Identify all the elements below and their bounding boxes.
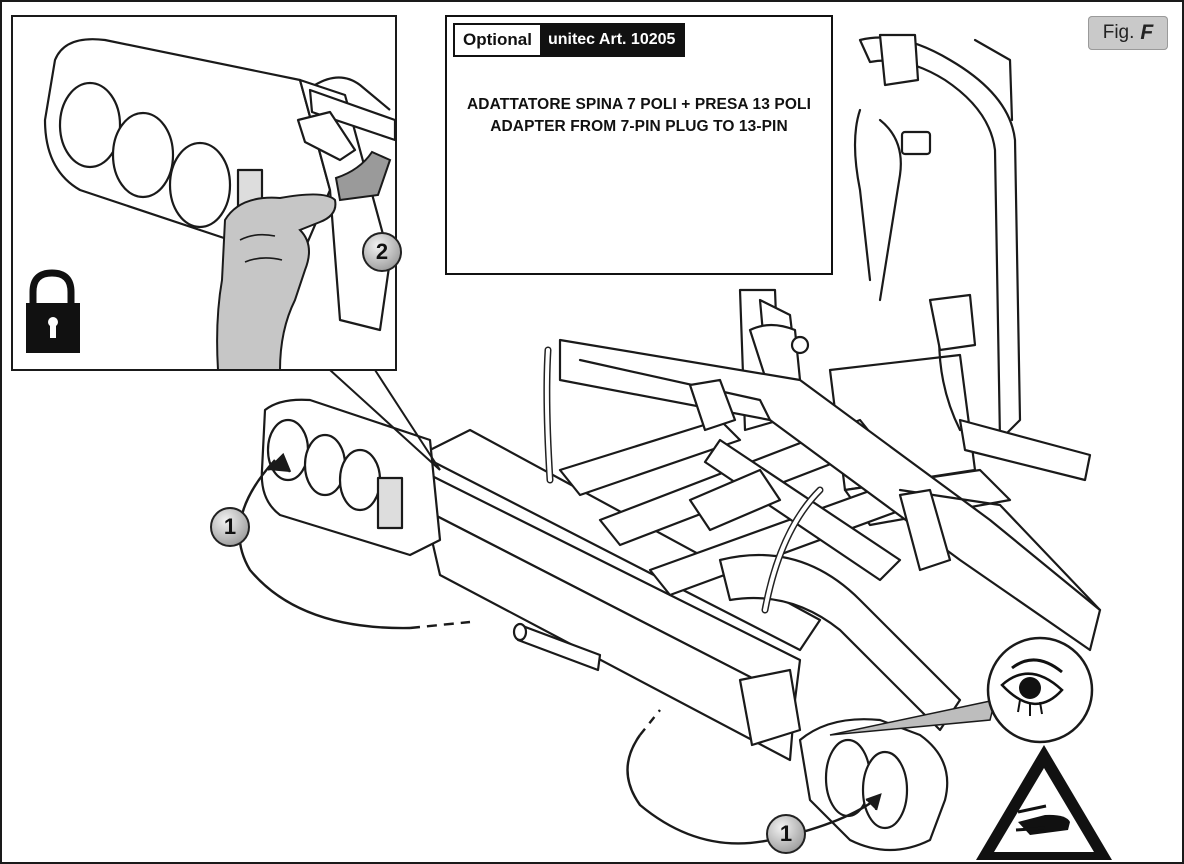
figure-label-prefix: Fig. — [1102, 22, 1135, 43]
figure-label-letter: F — [1140, 21, 1154, 44]
callout-1-right-light: 1 — [766, 814, 806, 854]
adapter-text-italian: ADATTATORE SPINA 7 POLI + PRESA 13 POLI — [467, 96, 811, 113]
rotation-arrows — [238, 452, 882, 845]
bike-carrier-assembly — [260, 33, 1102, 852]
lock-icon — [26, 269, 80, 353]
article-label: unitec Art. 10205 — [539, 25, 684, 55]
optional-label: Optional — [455, 25, 540, 55]
adapter-text-english: ADAPTER FROM 7-PIN PLUG TO 13-PIN — [490, 118, 788, 135]
optional-accessory-box: Optional unitec Art. 10205 ADATTATORE SP… — [445, 15, 833, 275]
optional-tag: Optional unitec Art. 10205 — [453, 23, 686, 57]
detail-inset — [11, 15, 397, 371]
inset-leader-lines — [329, 369, 441, 471]
hand-warning-icon — [976, 745, 1112, 860]
figure-label: Fig. F — [1088, 16, 1168, 50]
callout-1-left-light: 1 — [210, 507, 250, 547]
callout-2-release-lever: 2 — [362, 232, 402, 272]
eye-icon — [986, 636, 1094, 744]
view-cone — [829, 699, 997, 736]
hand-illustration — [216, 193, 337, 371]
